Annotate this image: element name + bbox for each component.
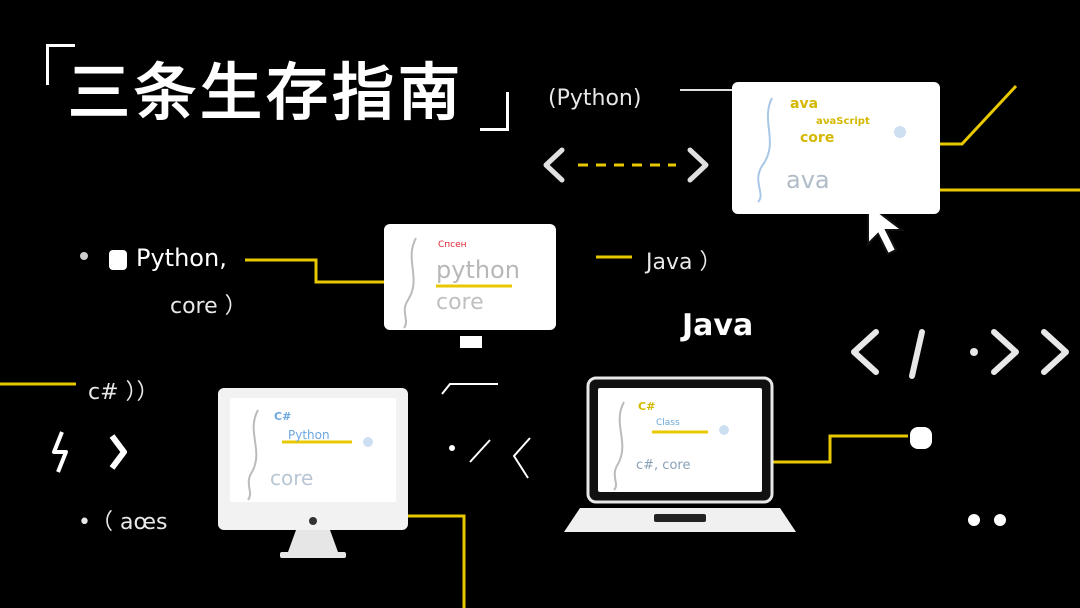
dot-icon xyxy=(970,348,978,356)
screen-tr-line2: aνaScript xyxy=(816,116,870,127)
dot-icon-right-1 xyxy=(968,514,980,526)
angle-icon-center xyxy=(512,437,531,479)
screen-imac-line2: Python xyxy=(288,428,330,442)
screen-tr-line3: core xyxy=(800,130,835,146)
squiggle-line xyxy=(757,97,906,203)
imac-base xyxy=(280,552,346,558)
screen-monitor: Спсен python core xyxy=(384,224,556,330)
badge-icon xyxy=(109,250,127,270)
squiggle-line-4 xyxy=(613,401,729,491)
page-title: 三条生存指南 xyxy=(68,56,465,129)
screen-tr-line1: ava xyxy=(790,96,819,112)
screen-imac: C# Python core xyxy=(230,398,396,502)
title-bracket-left xyxy=(46,44,75,85)
screen-mon-line2: python xyxy=(436,256,520,284)
title-bracket-right xyxy=(480,92,509,131)
dot-icon-right-2 xyxy=(994,514,1006,526)
apple-logo-icon xyxy=(309,517,317,525)
screen-laptop-line1: C# xyxy=(638,400,656,413)
label-java-paren: Java ） xyxy=(646,250,722,275)
label-java: Java xyxy=(682,308,754,343)
connector-line-imac xyxy=(408,514,466,608)
label-aws: •（ aœs xyxy=(78,510,168,535)
lightning-icon xyxy=(52,431,68,473)
label-core-paren: core ） xyxy=(170,294,247,319)
squiggle-line-3 xyxy=(247,409,373,501)
chevron-right-icon xyxy=(687,147,709,183)
screen-laptop-line3: c#, core xyxy=(636,458,691,473)
chevron-small-icon xyxy=(109,434,127,470)
angle-line-icon xyxy=(441,383,498,395)
cursor-icon xyxy=(867,201,905,256)
screen-tr-line4: ava xyxy=(786,166,830,194)
dot-icon-small xyxy=(80,252,88,260)
screen-laptop-line2: Class xyxy=(656,418,680,428)
slash-icon xyxy=(469,439,491,463)
screen-mon-line1: Спсен xyxy=(438,240,467,250)
screen-imac-line3: core xyxy=(270,466,314,490)
screen-imac-line1: C# xyxy=(274,410,292,423)
label-csharp: c# ）） xyxy=(88,380,159,405)
label-python-comma: Python, xyxy=(136,244,227,272)
badge-icon-right xyxy=(910,427,932,449)
squiggle-line-2 xyxy=(403,237,512,329)
imac-stand xyxy=(288,530,338,552)
code-bracket-right-icon-2 xyxy=(1041,329,1069,375)
code-slash-icon xyxy=(909,329,925,379)
connector-line-top-right xyxy=(940,84,1018,146)
chevron-left-icon xyxy=(543,147,565,183)
connector-line-laptop xyxy=(762,434,908,464)
label-python-paren: (Python) xyxy=(548,86,642,111)
connector-line-left-python xyxy=(245,258,384,284)
code-bracket-left-icon xyxy=(851,329,879,375)
monitor-stand xyxy=(460,336,482,348)
code-bracket-right-icon xyxy=(991,329,1019,375)
dot-icon-center xyxy=(449,445,455,451)
screen-laptop: C# Class c#, core xyxy=(598,388,762,492)
screen-top-right: ava aνaScript core ava xyxy=(732,82,940,214)
screen-mon-line3: core xyxy=(436,290,484,315)
laptop-trackpad xyxy=(654,514,706,522)
